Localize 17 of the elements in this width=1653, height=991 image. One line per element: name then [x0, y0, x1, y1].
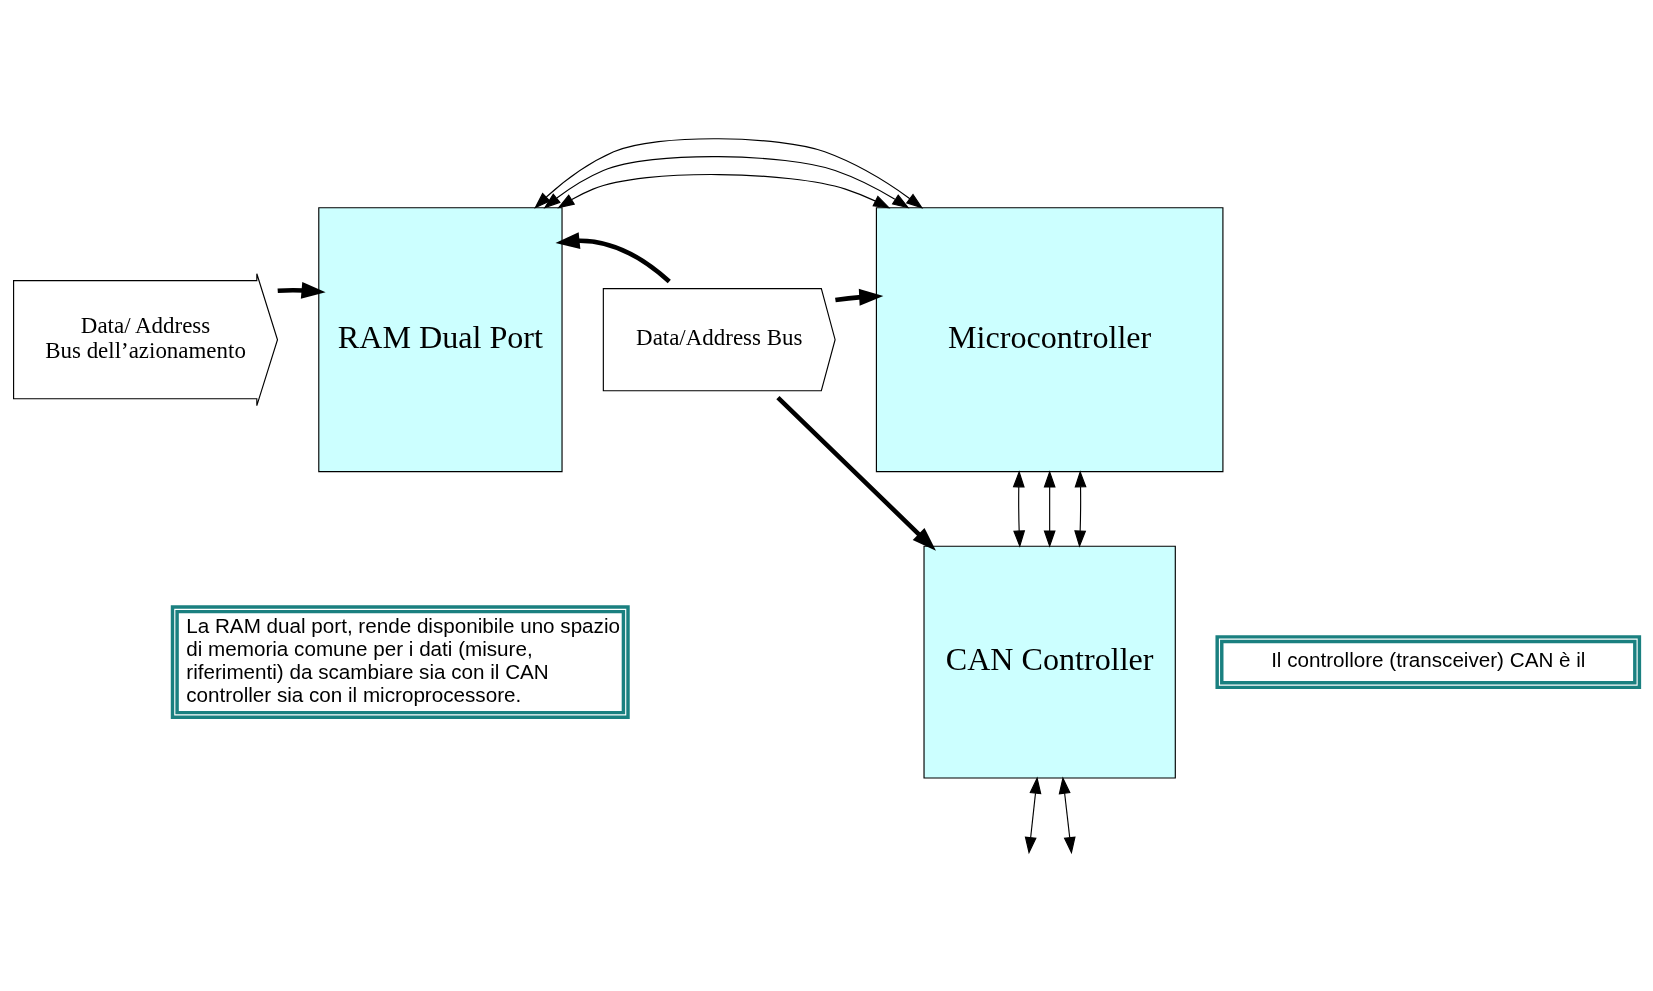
- arrow: [1024, 776, 1042, 854]
- node-box: Il controllore (transceiver) CAN è il: [1215, 634, 1642, 689]
- node-box: Microcontroller: [875, 206, 1224, 472]
- arrow: [534, 137, 924, 209]
- arrow: [555, 231, 671, 283]
- arrow: [776, 395, 936, 551]
- node-box: La RAM dual port, rende disponibile uno spazio di memoria comune per i dati (misure, riferimenti) da scambiare sia con il CAN controller sia con il microprocessore.: [170, 604, 630, 719]
- arrow: [1012, 469, 1026, 548]
- arrow: [1043, 469, 1056, 548]
- arrow: [1074, 469, 1087, 548]
- arrow: [543, 155, 910, 209]
- node-box: CAN Controller: [923, 545, 1176, 779]
- arrow: [277, 281, 326, 299]
- arrow: [557, 173, 891, 208]
- node-box: RAM Dual Port: [318, 206, 563, 472]
- arrow: [835, 288, 884, 306]
- arrow: [1058, 776, 1076, 854]
